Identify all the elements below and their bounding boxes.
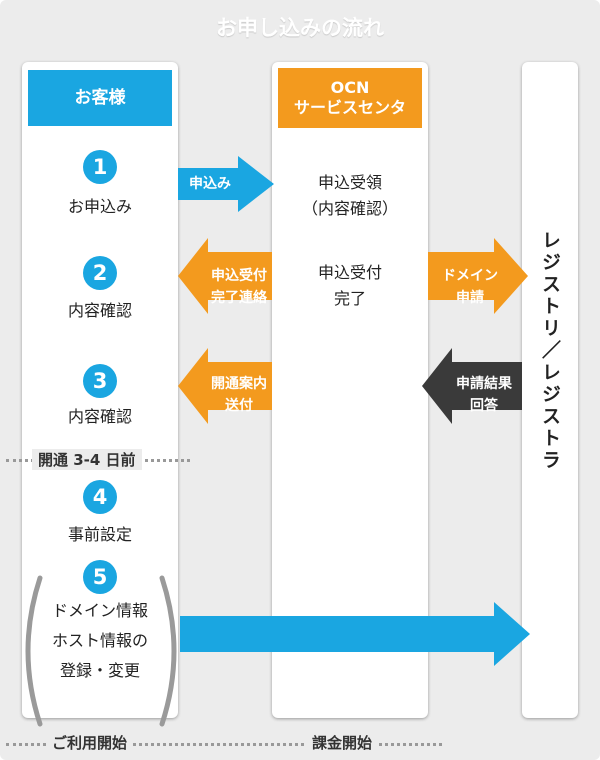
step-5-line2: ホスト情報の (51, 631, 148, 650)
step-5-badge: 5 (83, 560, 117, 594)
opening-note: 開通 3-4 日前 (32, 449, 142, 470)
center-header-line2: サービスセンタ (293, 98, 406, 117)
center-received-line2: （内容確認） (301, 199, 398, 218)
domain-request-arrow (428, 238, 528, 314)
accept-notice-arrow (178, 238, 272, 314)
center-received-line1: 申込受領 (317, 173, 382, 192)
accept-notice-line2: 完了連絡 (211, 290, 267, 306)
customer-header-label: お客様 (74, 88, 126, 108)
registry-column (522, 62, 578, 718)
page-title: お申し込みの流れ (216, 16, 384, 40)
center-done-line1: 申込受付 (317, 263, 382, 282)
accept-notice-line1: 申込受付 (211, 268, 267, 284)
center-header: OCN サービスセンタ (278, 68, 422, 128)
step-1-badge: 1 (83, 150, 117, 184)
registry-label: レジストリ／レジストラ (539, 230, 561, 472)
guide-send-arrow (178, 348, 272, 424)
billing-start-note: 課金開始 (306, 732, 379, 753)
step-4-label: 事前設定 (67, 525, 132, 544)
step-3-badge: 3 (83, 364, 117, 398)
guide-send-line2: 送付 (225, 398, 253, 414)
domain-request-line1: ドメイン (442, 268, 498, 284)
apply-arrow (178, 156, 274, 212)
guide-send-line1: 開通案内 (211, 376, 267, 392)
result-line2: 回答 (470, 398, 498, 414)
step-5-line3: 登録・変更 (59, 661, 140, 680)
center-column (272, 62, 428, 718)
step-5-line1: ドメイン情報 (51, 601, 148, 620)
left-bracket-icon (25, 575, 43, 727)
step-2-badge: 2 (83, 256, 117, 290)
registration-arrow (180, 602, 530, 666)
center-done-line2: 完了 (333, 289, 366, 308)
step-4-badge: 4 (83, 480, 117, 514)
center-header-line1: OCN (330, 78, 370, 97)
domain-request-line2: 申請 (456, 290, 484, 306)
step-2-label: 内容確認 (67, 301, 132, 320)
result-line1: 申請結果 (456, 376, 512, 392)
step-3-label: 内容確認 (67, 407, 132, 426)
result-arrow (422, 348, 522, 424)
apply-arrow-label: 申込み (189, 176, 231, 192)
bottom-dotted-line (6, 743, 442, 746)
service-start-note: ご利用開始 (46, 732, 134, 753)
customer-header: お客様 (28, 70, 172, 126)
right-bracket-icon (159, 575, 177, 727)
step-1-label: お申込み (67, 197, 132, 216)
